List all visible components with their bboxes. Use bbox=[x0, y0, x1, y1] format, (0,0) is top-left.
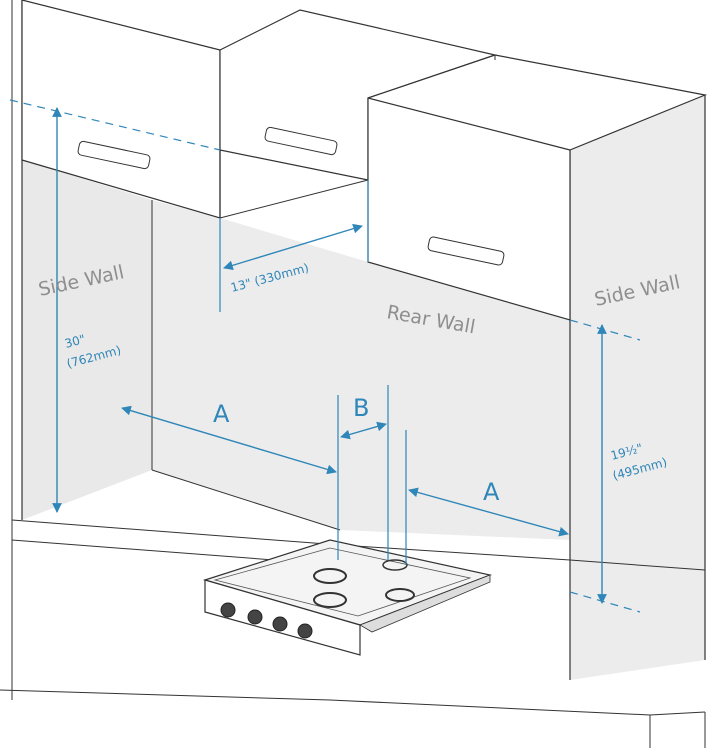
clearance-a-right-arrow bbox=[408, 487, 569, 537]
clearance-b-arrow bbox=[340, 421, 387, 440]
burner-icon bbox=[385, 588, 415, 602]
cabinet-handle-left bbox=[77, 140, 151, 170]
control-knob-icon bbox=[272, 616, 288, 632]
control-knob-icon bbox=[220, 602, 236, 618]
cabinet-handle-right bbox=[427, 236, 505, 266]
upper-cabinet-left bbox=[21, 0, 221, 219]
control-knob-icon bbox=[297, 623, 313, 639]
clearance-b-label: B bbox=[353, 394, 369, 422]
left-height-inches-label: 30" bbox=[63, 332, 87, 351]
control-knob-icon bbox=[247, 609, 263, 625]
side-wall-right bbox=[569, 95, 706, 680]
burner-icon bbox=[313, 592, 347, 608]
dimension-arrows bbox=[52, 107, 607, 604]
burner-icon bbox=[382, 559, 408, 571]
cooktop bbox=[202, 539, 493, 656]
clearance-a-left-label: A bbox=[213, 400, 230, 428]
clearance-a-right-label: A bbox=[483, 478, 500, 506]
upper-cabinet-right bbox=[367, 54, 708, 321]
burner-icon bbox=[313, 568, 347, 584]
depth-13-arrow bbox=[223, 223, 363, 271]
dimension-guides bbox=[9, 99, 641, 613]
cabinet-handle-middle bbox=[264, 126, 338, 156]
clearance-a-left-arrow bbox=[121, 405, 337, 475]
